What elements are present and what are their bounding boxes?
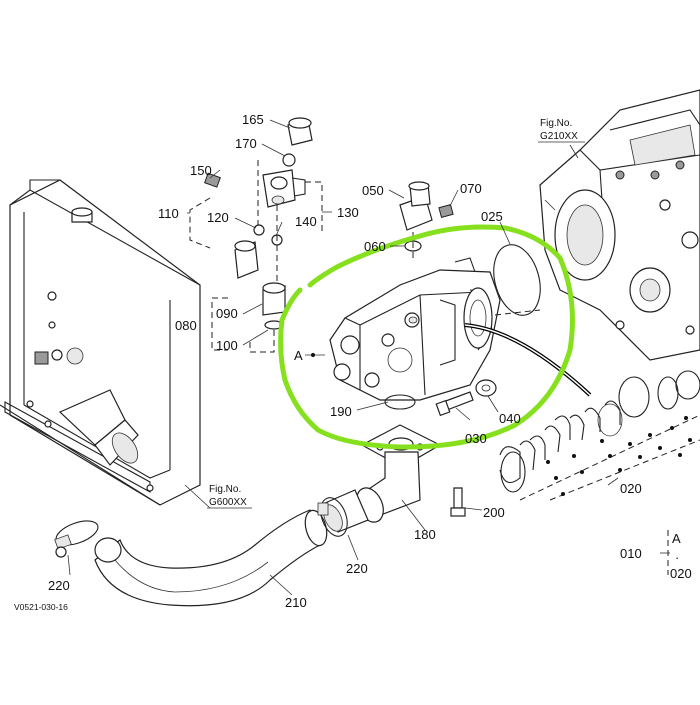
svg-text:·: · [675,550,679,565]
hose-clamp-220-left [54,520,99,558]
callout-220-left: 220 [48,578,70,593]
drawing-code: V0521-030-16 [14,602,68,612]
callout-040: 040 [499,411,521,426]
suction-pipe-180 [323,424,442,533]
transmission-housing [539,89,700,361]
callout-130: 130 [337,205,359,220]
hose-210 [94,509,328,607]
fitting-090 [211,282,286,353]
figure-ref-top: Fig.No. G210XX [538,118,585,143]
svg-text:G210XX: G210XX [540,131,578,142]
hydraulic-pump [329,257,541,401]
callout-025: 025 [481,209,503,224]
callout-180: 180 [414,527,436,542]
svg-text:Fig.No.: Fig.No. [209,484,241,495]
svg-text:G600XX: G600XX [209,497,247,508]
callout-165: 165 [242,112,264,127]
callout-210: 210 [285,595,307,610]
callout-100: 100 [216,338,238,353]
svg-text:Fig.No.: Fig.No. [540,118,572,129]
callout-020: 020 [620,481,642,496]
callout-220-right: 220 [346,561,368,576]
hydraulic-tank [0,179,201,506]
callout-030: 030 [465,431,487,446]
callout-090: 090 [216,306,238,321]
hose-clamp-220-right [317,497,348,537]
fitting-050 [399,181,454,258]
o-ring-190 [384,394,416,410]
callout-A: A [294,348,303,363]
bolt-030 [435,379,497,417]
callout-080: 080 [175,318,197,333]
callout-labels: 165 170 150 110 120 140 130 090 080 100 … [48,112,692,610]
callout-190: 190 [330,404,352,419]
callout-110: 110 [158,206,179,221]
legend-020: 020 [670,566,692,581]
callout-140: 140 [295,214,317,229]
callout-070: 070 [460,181,482,196]
callout-200: 200 [483,505,505,520]
bolt-200 [450,487,466,517]
legend-A: A [672,531,681,546]
o-ring-025 [493,244,541,316]
callout-170: 170 [235,136,257,151]
figure-ref-bottom: Fig.No. G600XX [207,484,252,509]
seal-ring-set-020 [499,370,700,501]
highlight-outline [278,224,575,450]
leader-lines [67,119,670,596]
callout-060: 060 [364,239,386,254]
callout-150: 150 [190,163,212,178]
callout-120: 120 [207,210,229,225]
callout-050: 050 [362,183,384,198]
fitting-assembly-130 [187,117,332,285]
callout-010: 010 [620,546,642,561]
